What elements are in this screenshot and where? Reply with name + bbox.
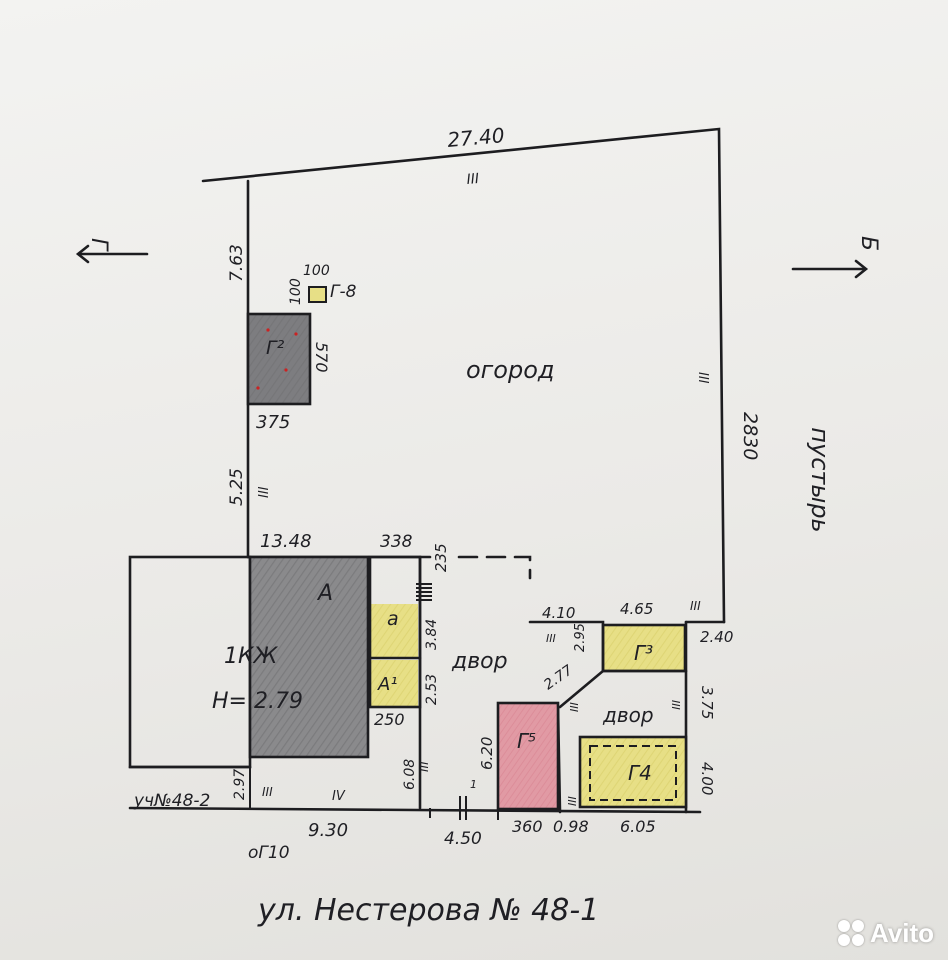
dim-right-bottom: 4.00 xyxy=(698,762,716,795)
dim-bottom-left: 9.30 xyxy=(308,820,348,841)
dim-annex-side1: 3.84 xyxy=(424,619,440,650)
house-block xyxy=(128,555,370,808)
annex-block xyxy=(368,555,432,810)
roman-yard2: III xyxy=(568,702,581,712)
dim-entry: 235 xyxy=(432,543,450,572)
roman-right-yard: III xyxy=(669,700,682,710)
dim-annex-side2: 2.53 xyxy=(424,674,440,705)
arrow-left-icon xyxy=(75,244,149,264)
dim-house-top: 13.48 xyxy=(260,531,312,552)
yard-main-label: двор xyxy=(451,649,508,674)
marker-right: Б xyxy=(856,236,881,251)
roman-yard1: III xyxy=(546,632,556,645)
dim-right: 2830 xyxy=(739,412,761,460)
g2-dim-w: 375 xyxy=(256,412,290,433)
house-letter: А xyxy=(316,581,333,606)
g2-dim-h: 570 xyxy=(312,342,331,373)
roman-left: III xyxy=(257,486,272,498)
dim-g3-left: 4.10 xyxy=(542,604,575,622)
neighbor-right-label: пустырь xyxy=(806,427,834,532)
g8-label: Г-8 xyxy=(330,282,357,302)
house-type: 1КЖ xyxy=(224,644,279,669)
building-g2 xyxy=(246,312,312,406)
yard-small-label: двор xyxy=(602,703,654,727)
dim-right-mid: 3.75 xyxy=(698,686,716,719)
building-g4 xyxy=(578,735,688,809)
garden-label: огород xyxy=(466,356,555,384)
dim-g4-gap: 0.98 xyxy=(553,817,589,836)
dim-g4-w: 6.05 xyxy=(620,817,656,836)
g3-label: Г³ xyxy=(634,641,653,665)
gate-markers xyxy=(429,796,499,820)
neighbor-left-label: уч№48-2 xyxy=(133,791,210,811)
dim-top: 27.40 xyxy=(446,123,505,152)
veranda-label: а xyxy=(387,608,399,630)
arrow-right-icon xyxy=(791,259,869,279)
dim-bottom-gap: 4.50 xyxy=(444,829,482,849)
street-address: ул. Нестерова № 48-1 xyxy=(257,893,599,928)
dim-left-top: 7.63 xyxy=(227,244,247,282)
dim-house-bottom-side: 6.08 xyxy=(402,759,418,790)
g8-dim-w: 100 xyxy=(303,263,330,279)
roman-bottom-mid: IV xyxy=(332,789,346,804)
dim-annex-top: 338 xyxy=(380,532,413,552)
roman-right: III xyxy=(695,372,710,384)
building-g8 xyxy=(308,286,327,303)
roman-annex: III xyxy=(417,761,431,772)
g8-dim-h: 100 xyxy=(288,278,304,305)
watermark-text: Avito xyxy=(869,917,934,948)
annex-label: А¹ xyxy=(377,674,398,695)
roman-g3: III xyxy=(690,599,701,613)
avito-watermark: Avito xyxy=(837,916,934,950)
avito-logo-icon xyxy=(837,920,866,946)
dim-g3-side: 2.95 xyxy=(573,623,588,652)
dim-g3-w: 4.65 xyxy=(620,600,653,618)
g2-label: Г² xyxy=(266,337,285,359)
gate-mark: 1 xyxy=(470,778,477,791)
gate-label: оГ10 xyxy=(248,843,290,863)
roman-yard3: III xyxy=(566,796,579,806)
dim-diag: 2.77 xyxy=(541,662,576,693)
dim-g5-w: 360 xyxy=(512,817,543,836)
building-g5 xyxy=(496,701,560,811)
dim-left-mid: 5.25 xyxy=(227,468,247,506)
g5-label: Г⁵ xyxy=(517,729,536,753)
dim-g5-h: 6.20 xyxy=(478,737,496,770)
dim-left-corner: 2.97 xyxy=(232,769,248,800)
dim-annex-bottom: 250 xyxy=(374,710,405,729)
marker-left: Г xyxy=(86,238,111,252)
building-g3 xyxy=(528,620,688,814)
dim-g3-corner: 2.40 xyxy=(700,628,733,646)
house-height: Н= 2.79 xyxy=(212,689,303,714)
g4-label: Г4 xyxy=(628,761,652,785)
roman-bottom-left: III xyxy=(262,785,273,799)
roman-top: III xyxy=(466,171,480,188)
